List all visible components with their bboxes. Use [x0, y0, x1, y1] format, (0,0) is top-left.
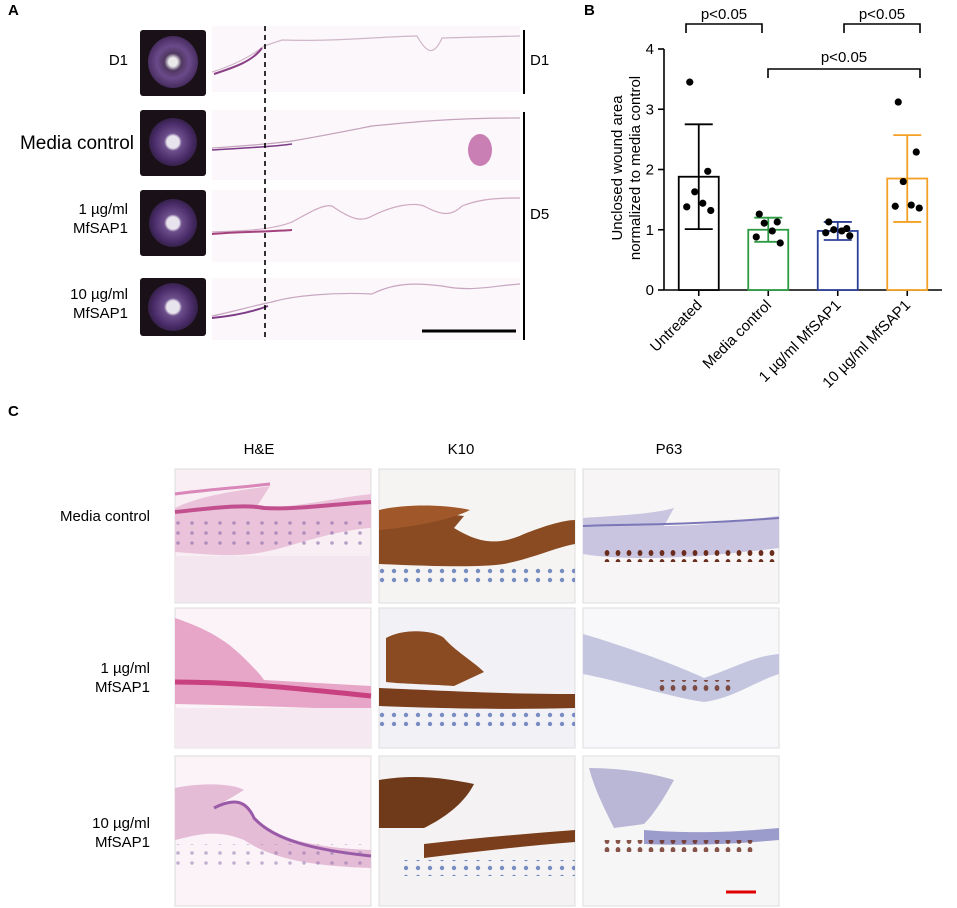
panel-c-label-media-control: Media control: [10, 508, 150, 527]
panel-a-label-10ug: 10 µg/ml MfSAP1: [40, 286, 128, 324]
panel-a-label-media-control: Media control: [19, 133, 134, 154]
panel-c-label-1ug: 1 µg/ml MfSAP1: [60, 660, 150, 698]
label-line: Media control: [59, 508, 150, 525]
data-point: [891, 202, 899, 210]
wound-disc: [148, 283, 198, 331]
histo-strip-10ug: [212, 278, 521, 340]
data-point: [830, 226, 838, 234]
wound-disc: [149, 118, 197, 166]
column-header-k10: K10: [447, 441, 475, 458]
micrograph-k10-media-control: [378, 468, 576, 604]
data-point: [894, 98, 902, 106]
bracket-d1-label: D1: [530, 52, 550, 69]
panel-a-label-d1: D1: [108, 52, 128, 69]
data-point: [822, 229, 830, 237]
data-point: [704, 167, 712, 175]
column-header-he: H&E: [243, 441, 275, 458]
data-point: [899, 177, 907, 186]
y-axis-title: normalized to media control: [627, 76, 644, 260]
micrograph-he-1ug: [174, 607, 372, 749]
data-point: [825, 218, 833, 226]
label-line: MfSAP1: [94, 678, 150, 696]
panel-a-histology: [212, 26, 521, 340]
data-point: [707, 206, 715, 215]
micrograph-he-10ug: [174, 755, 372, 907]
label-line: MfSAP1: [72, 304, 128, 322]
micrograph-p63-10ug: [582, 755, 780, 907]
bracket-d5-line: [523, 112, 525, 340]
wound-photo-media-control: [140, 110, 206, 176]
column-header-p63: P63: [655, 441, 683, 458]
histo-strip-d1: [212, 26, 521, 92]
micrograph-p63-1ug: [582, 607, 780, 749]
data-point: [691, 188, 699, 196]
label-line: MfSAP1: [72, 219, 128, 237]
panel-a-letter: A: [8, 2, 19, 19]
sig-label-2: p<0.05: [859, 6, 905, 23]
label-line: 1 µg/ml: [78, 201, 129, 218]
histo-strip-1ug: [212, 190, 521, 262]
panel-b-letter: B: [584, 2, 595, 19]
bracket-d5-label: D5: [530, 206, 550, 223]
wound-photo-1ug: [140, 190, 206, 256]
micrograph-grid: [174, 468, 780, 907]
wound-photo-10ug: [140, 278, 206, 336]
sig-label-3: p<0.05: [821, 49, 867, 66]
label-line: MfSAP1: [94, 833, 150, 851]
data-point: [907, 201, 915, 209]
wound-photo-d1: [140, 30, 206, 96]
data-point: [776, 239, 784, 247]
bracket-d1-line: [523, 30, 525, 94]
panel-c-label-10ug: 10 µg/ml MfSAP1: [60, 815, 150, 853]
histo-strip-media-control: [212, 110, 521, 180]
wound-disc: [148, 36, 198, 88]
data-point: [683, 203, 691, 211]
data-point: [846, 232, 854, 240]
data-point: [755, 210, 763, 218]
micrograph-k10-1ug: [378, 607, 576, 749]
data-point: [686, 78, 694, 86]
label-line: 10 µg/ml: [92, 815, 150, 832]
label-line: 10 µg/ml: [70, 286, 128, 303]
sig-label-1: p<0.05: [701, 6, 747, 23]
data-point: [768, 227, 776, 235]
x-tick-label: Untreated: [647, 297, 706, 356]
data-point: [838, 227, 846, 235]
micrograph-he-media-control: [174, 468, 372, 604]
y-tick-label: 1: [646, 222, 654, 239]
y-axis-title: Unclosed wound area: [609, 95, 626, 241]
micrograph-p63-media-control: [582, 468, 780, 604]
sig-bracket-2: [843, 23, 921, 33]
data-point: [752, 233, 760, 241]
micrograph-k10-10ug: [378, 755, 576, 907]
panel-a-label-1ug: 1 µg/ml MfSAP1: [40, 201, 128, 239]
significance-brackets: p<0.05 p<0.05 p<0.05: [685, 6, 921, 78]
data-point: [773, 218, 781, 226]
wound-disc: [149, 199, 197, 247]
sig-bracket-1: [685, 23, 763, 33]
panel-c-letter: C: [8, 403, 19, 420]
data-point: [699, 199, 707, 207]
y-tick-label: 4: [646, 41, 654, 58]
y-tick-label: 2: [646, 162, 654, 179]
label-line: 1 µg/ml: [100, 660, 151, 677]
y-tick-label: 0: [646, 282, 654, 299]
data-point: [912, 148, 920, 156]
y-tick-label: 3: [646, 101, 654, 118]
sig-bracket-3: [767, 68, 921, 78]
bar-chart: Unclosed wound area normalized to media …: [609, 6, 942, 392]
x-tick-label: Media control: [699, 297, 775, 373]
data-point: [915, 204, 923, 212]
data-point: [760, 219, 768, 227]
